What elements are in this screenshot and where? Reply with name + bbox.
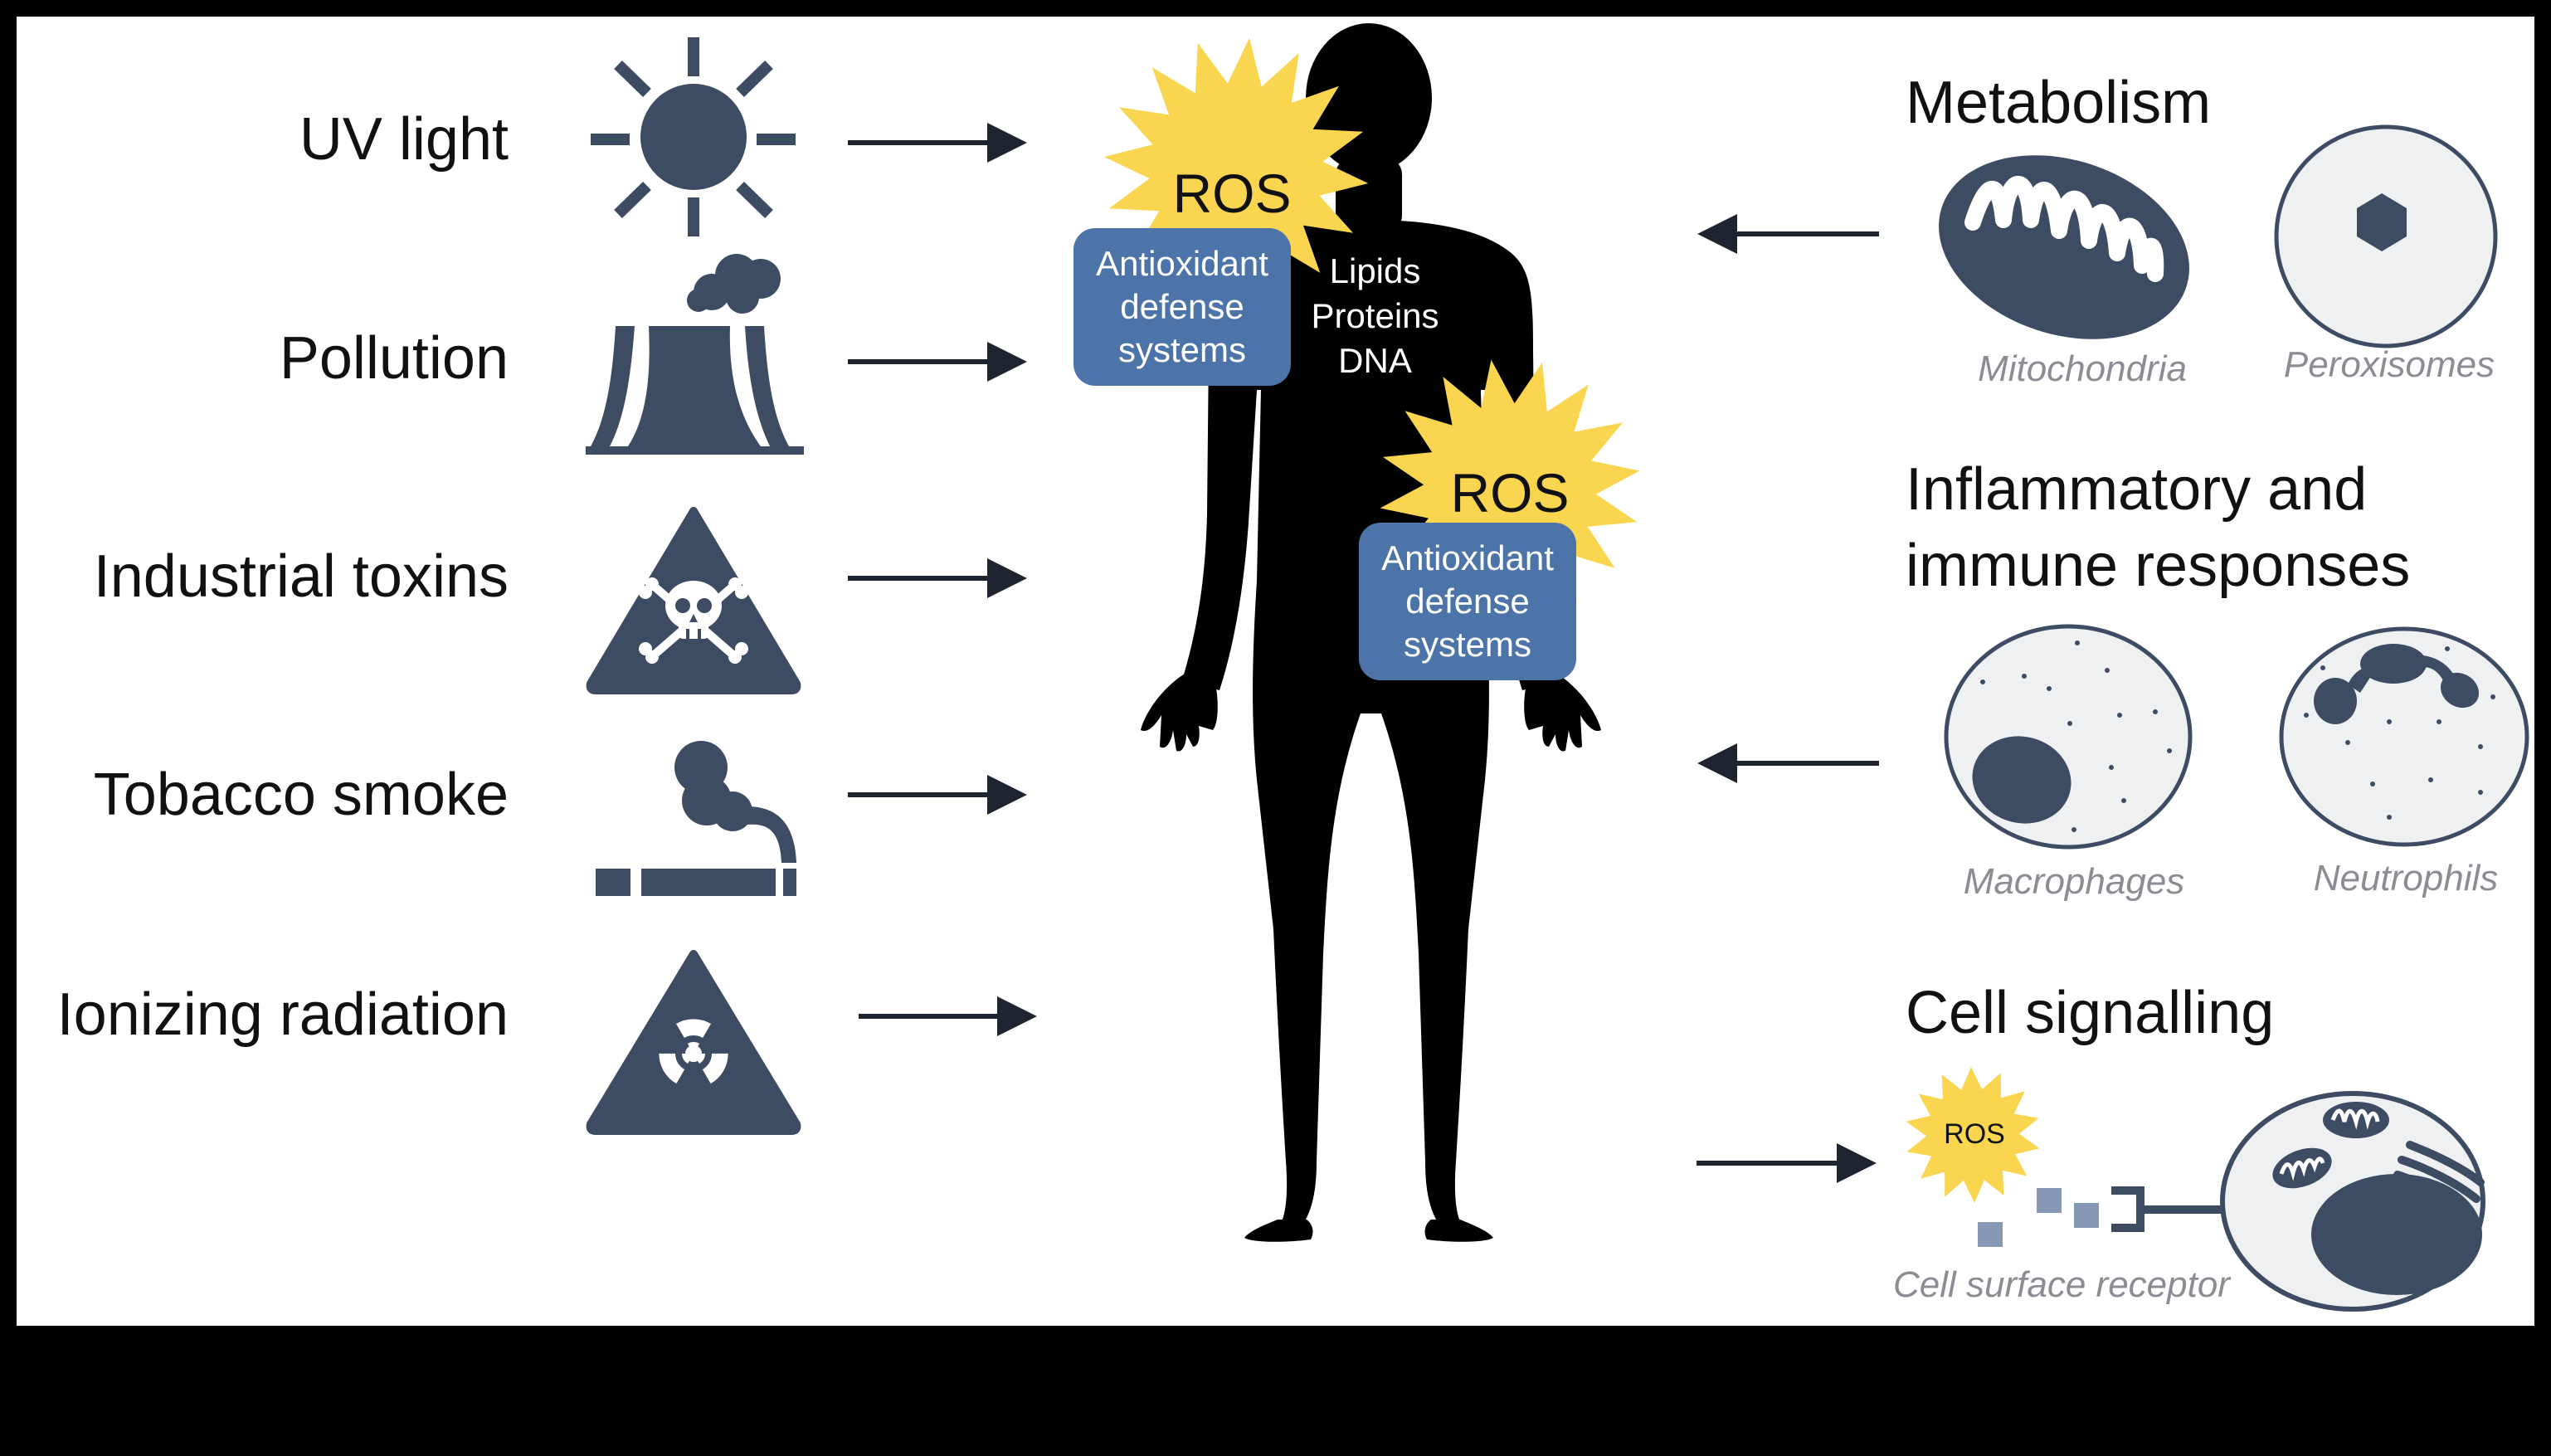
source-label-radiation: Ionizing radiation [56, 981, 509, 1048]
exogenous-arrows [848, 123, 1037, 1036]
ros-label-upper: ROS [1172, 163, 1292, 224]
heading-metabolism: Metabolism [1906, 70, 2212, 136]
cigarette-icon [596, 741, 796, 896]
caption-neutrophils: Neutrophils [2313, 858, 2499, 898]
toxic-hazard-icon [586, 507, 801, 694]
signalling-ros-burst [1906, 1067, 2040, 1203]
target-lipids: Lipids [1329, 251, 1421, 290]
caption-peroxisomes: Peroxisomes [2283, 344, 2495, 385]
damage-targets: Lipids Proteins DNA [1298, 249, 1452, 383]
ros-label-lower: ROS [1450, 462, 1570, 523]
macrophage-icon [1944, 624, 2193, 850]
peroxisome-icon [2274, 124, 2498, 348]
antioxidant-box-lower: Antioxidant defense systems [1359, 523, 1576, 680]
mitochondria-icon [1939, 155, 2189, 339]
factory-icon [586, 254, 804, 455]
ros-label-signalling: ROS [1944, 1118, 2005, 1150]
target-dna: DNA [1338, 341, 1412, 380]
source-label-pollution: Pollution [279, 325, 509, 392]
heading-cell-signalling: Cell signalling [1906, 980, 2275, 1046]
antioxidant-text-lower: Antioxidant defense systems [1381, 538, 1554, 664]
signalling-cell-icon [2220, 1091, 2485, 1312]
caption-mitochondria: Mitochondria [1978, 348, 2187, 389]
neutrophil-icon [2279, 626, 2529, 847]
sun-icon [591, 37, 796, 236]
caption-macrophages: Macrophages [1963, 861, 2185, 902]
heading-inflammatory-line1: Inflammatory and [1906, 456, 2368, 523]
source-label-tobacco: Tobacco smoke [93, 762, 509, 828]
source-label-uv: UV light [299, 106, 509, 173]
ros-molecules [1978, 1188, 2099, 1247]
caption-cell-surface-receptor: Cell surface receptor [1893, 1264, 2230, 1305]
target-proteins: Proteins [1311, 296, 1439, 335]
endogenous-arrows [1697, 214, 1879, 1183]
cell-surface-receptor-icon [2111, 1186, 2223, 1232]
heading-inflammatory-line2: immune responses [1906, 533, 2411, 599]
source-label-toxins: Industrial toxins [93, 543, 509, 610]
antioxidant-box-upper: Antioxidant defense systems [1073, 228, 1291, 386]
antioxidant-text-upper: Antioxidant defense systems [1096, 244, 1268, 369]
radiation-hazard-icon [586, 950, 801, 1135]
